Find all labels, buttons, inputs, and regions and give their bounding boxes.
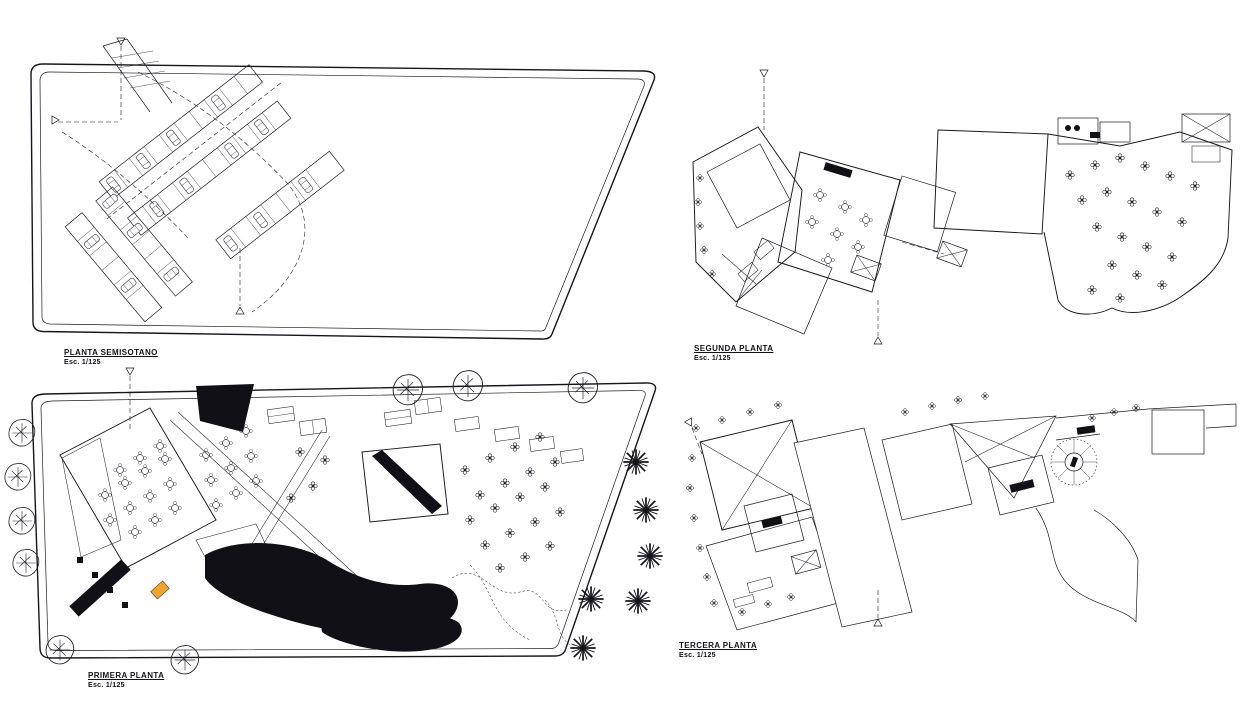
plan-drawing-primera (4, 367, 664, 675)
plan-drawing-tercera (684, 392, 1237, 631)
lobby-tables (199, 424, 263, 512)
label-tercera: TERCERA PLANTA Esc. 1/125 (679, 641, 757, 661)
plan-drawing-semisotano (30, 37, 656, 340)
trussed-triangle (949, 415, 1057, 499)
plan-scale-segunda: Esc. 1/125 (694, 355, 731, 362)
label-primera: PRIMERA PLANTA Esc. 1/125 (88, 671, 164, 691)
mid-wing (777, 151, 901, 293)
palm-trees (569, 448, 664, 662)
parking-wing-main (98, 64, 292, 236)
section-markers (51, 37, 245, 315)
central-roof-band (793, 427, 913, 628)
garden-trees (4, 370, 599, 675)
plan-scale-primera: Esc. 1/125 (88, 682, 125, 689)
site-boundary (31, 382, 657, 659)
circular-stair (1050, 438, 1098, 486)
section-markers (684, 417, 883, 627)
plan-title-semisotano: PLANTA SEMISOTANO (64, 348, 158, 357)
stair-ramp-block (883, 175, 956, 253)
plan-title-tercera: TERCERA PLANTA (679, 641, 758, 650)
service-stools (77, 557, 128, 608)
left-roof-square (686, 401, 815, 616)
parking-wing-right (215, 150, 345, 260)
highlight-patch (150, 580, 170, 600)
restaurant-wing (59, 407, 217, 569)
striped-roof (881, 423, 973, 521)
section-markers (759, 69, 883, 345)
terrace-wing (1043, 131, 1233, 315)
entry-ramp (102, 38, 173, 113)
plan-scale-semisotano: Esc. 1/125 (64, 359, 101, 366)
restaurant-tables (98, 439, 182, 539)
perimeter-planters (686, 401, 795, 616)
dark-roof-wedge (196, 384, 254, 432)
plan-title-primera: PRIMERA PLANTA (88, 671, 165, 680)
parking-wing-lower (64, 186, 193, 323)
label-semisotano: PLANTA SEMISOTANO Esc. 1/125 (64, 348, 158, 368)
plan-scale-tercera: Esc. 1/125 (679, 652, 716, 659)
kitchen-block (1057, 117, 1131, 145)
drive-aisle-centerlines (61, 71, 306, 313)
bar-counter (69, 559, 131, 617)
organic-pool-edge (1035, 507, 1139, 623)
roof-terrace-planters (901, 392, 1140, 422)
plan-drawing-segunda (692, 69, 1233, 345)
hatched-terrace (987, 454, 1055, 516)
site-boundary (30, 63, 656, 340)
section-markers (125, 367, 135, 432)
plan-title-segunda: SEGUNDA PLANTA (694, 344, 774, 353)
right-service-wing (1055, 403, 1237, 455)
stair-core (936, 240, 968, 268)
guest-room-band (266, 396, 585, 464)
terrace-tables (1065, 153, 1200, 303)
central-pavilion (361, 443, 449, 523)
ballroom-hatched (933, 129, 1049, 235)
pool-area (195, 523, 571, 652)
service-unit-topright (1181, 113, 1231, 163)
tiled-floor (735, 237, 833, 335)
label-segunda: SEGUNDA PLANTA Esc. 1/125 (694, 344, 773, 364)
